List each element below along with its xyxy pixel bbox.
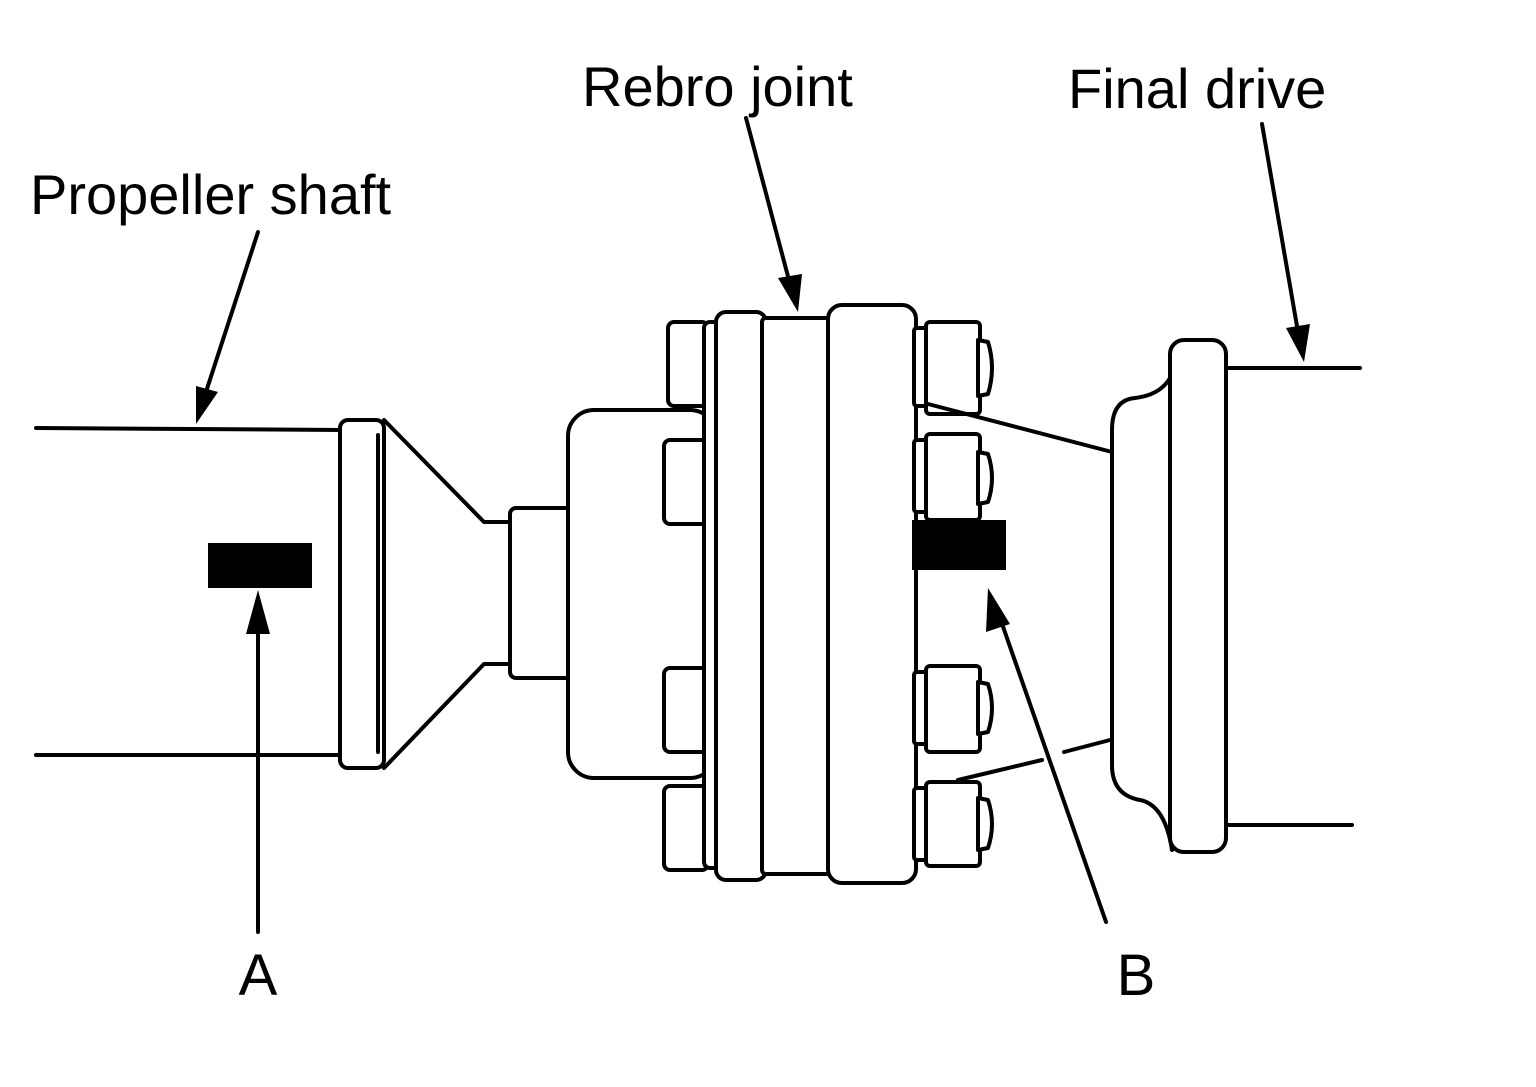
mark-b <box>912 520 1006 570</box>
leader-arrows <box>196 116 1310 934</box>
right-bolts <box>912 320 994 868</box>
mark-a <box>208 543 312 588</box>
rebro-joint-label: Rebro joint <box>582 55 853 118</box>
final-drive-label: Final drive <box>1068 57 1326 120</box>
rebro-joint <box>702 303 918 885</box>
propeller-shaft <box>34 418 576 770</box>
propeller-shaft-label: Propeller shaft <box>30 163 392 226</box>
mark-a-label: A <box>239 943 278 1008</box>
final-drive <box>926 338 1362 854</box>
mark-b-label: B <box>1117 943 1156 1008</box>
